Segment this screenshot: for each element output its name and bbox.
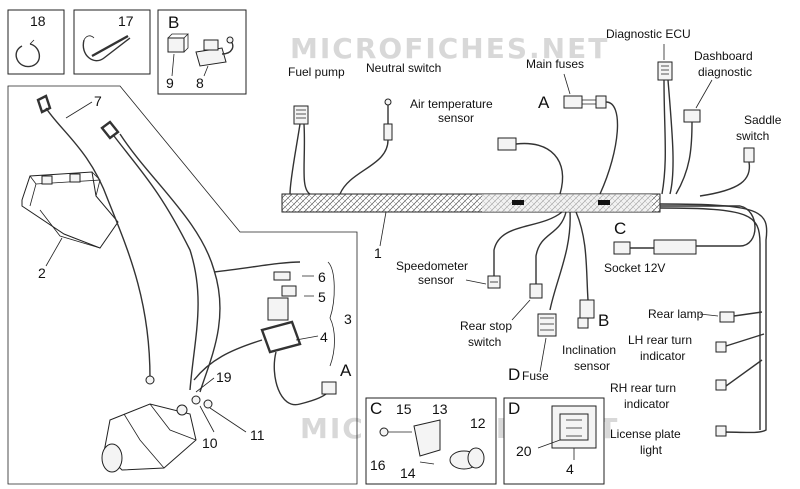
letter-c-socket: C: [614, 219, 626, 238]
label-rear-stop-1: Rear stop: [460, 319, 512, 333]
part-box-b: B 9 8: [157, 9, 247, 95]
label-dashboard-1: Dashboard: [694, 49, 753, 63]
fasteners-10-11-19: 19 10 11: [191, 369, 265, 451]
label-speedometer-1: Speedometer: [396, 259, 468, 273]
callout-13: 13: [432, 401, 448, 417]
battery: 2: [21, 171, 119, 281]
battery-cables: 7: [36, 93, 221, 393]
starter-motor: [101, 403, 197, 473]
fuel-pump-connector: Fuel pump: [288, 65, 345, 195]
letter-a-fuses: A: [538, 93, 550, 112]
letter-d-fuse: D: [508, 365, 520, 384]
callout-10: 10: [202, 435, 218, 451]
callout-3: 3: [344, 311, 352, 327]
diagnostic-ecu-connector: Diagnostic ECU: [606, 27, 691, 195]
callout-12: 12: [470, 415, 486, 431]
main-harness: 1: [281, 193, 661, 261]
label-rear-lamp: Rear lamp: [648, 307, 704, 321]
label-speedometer-2: sensor: [418, 273, 454, 287]
letter-c-box: C: [370, 399, 382, 418]
dashboard-diagnostic-connector: Dashboard diagnostic: [675, 49, 753, 195]
callout-17: 17: [118, 13, 134, 29]
label-rh-rear-turn-2: indicator: [624, 397, 669, 411]
letter-a-harness: A: [340, 361, 352, 380]
part-box-18: 18: [7, 9, 65, 75]
callout-4-relay: 4: [320, 329, 328, 345]
watermark-text: MICROFICHES.NET: [290, 32, 609, 65]
callout-11: 11: [250, 427, 265, 443]
label-air-temp-1: Air temperature: [410, 97, 493, 111]
letter-d-box: D: [508, 399, 520, 418]
letter-b-inclination: B: [598, 311, 609, 330]
part-box-c: C 15 13 12 16 14: [365, 397, 497, 485]
label-main-fuses: Main fuses: [526, 57, 584, 71]
label-neutral-switch: Neutral switch: [366, 61, 441, 75]
callout-7: 7: [94, 93, 102, 109]
label-fuse: Fuse: [522, 369, 549, 383]
callout-6: 6: [318, 269, 326, 285]
callout-5: 5: [318, 289, 326, 305]
starter-relay-harness: 6 5 3 4 A: [193, 261, 352, 406]
air-temperature-sensor: Air temperature sensor: [410, 97, 564, 195]
callout-14: 14: [400, 465, 416, 481]
left-outline-box: [7, 85, 358, 485]
label-lh-rear-turn-2: indicator: [640, 349, 685, 363]
main-fuses: Main fuses A: [526, 57, 619, 195]
label-air-temp-2: sensor: [438, 111, 474, 125]
label-dashboard-2: diagnostic: [698, 65, 752, 79]
label-license-1: License plate: [610, 427, 681, 441]
inclination-sensor-branch: B Inclination sensor: [562, 211, 616, 373]
callout-18: 18: [30, 13, 46, 29]
label-socket-12v: Socket 12V: [604, 261, 665, 275]
socket-12v: Socket 12V C: [604, 205, 756, 275]
label-license-2: light: [640, 443, 663, 457]
label-inclination-1: Inclination: [562, 343, 616, 357]
fuse-box-branch: D Fuse: [508, 211, 571, 384]
label-diagnostic-ecu: Diagnostic ECU: [606, 27, 691, 41]
part-box-17: 17: [73, 9, 151, 75]
callout-19: 19: [216, 369, 232, 385]
label-fuel-pump: Fuel pump: [288, 65, 345, 79]
rear-stop-switch-branch: Rear stop switch: [460, 211, 567, 349]
neutral-switch-wire: Neutral switch: [339, 61, 441, 195]
callout-8: 8: [196, 75, 204, 91]
label-inclination-2: sensor: [574, 359, 610, 373]
callout-1: 1: [374, 245, 382, 261]
callout-15: 15: [396, 401, 412, 417]
callout-16: 16: [370, 457, 386, 473]
label-lh-rear-turn-1: LH rear turn: [628, 333, 692, 347]
callout-2: 2: [38, 265, 46, 281]
part-box-d: D 20 4: [503, 397, 605, 485]
callout-4-box: 4: [566, 461, 574, 477]
callout-20: 20: [516, 443, 532, 459]
speedometer-sensor-branch: Speedometer sensor: [396, 211, 563, 289]
rear-lamp-branch: Rear lamp LH rear turn indicator RH rear…: [610, 203, 768, 457]
label-saddle-2: switch: [736, 129, 769, 143]
label-rear-stop-2: switch: [468, 335, 501, 349]
saddle-switch-connector: Saddle switch: [699, 113, 782, 197]
callout-9: 9: [166, 75, 174, 91]
label-saddle-1: Saddle: [744, 113, 782, 127]
letter-b-box: B: [168, 13, 179, 32]
label-rh-rear-turn-1: RH rear turn: [610, 381, 676, 395]
